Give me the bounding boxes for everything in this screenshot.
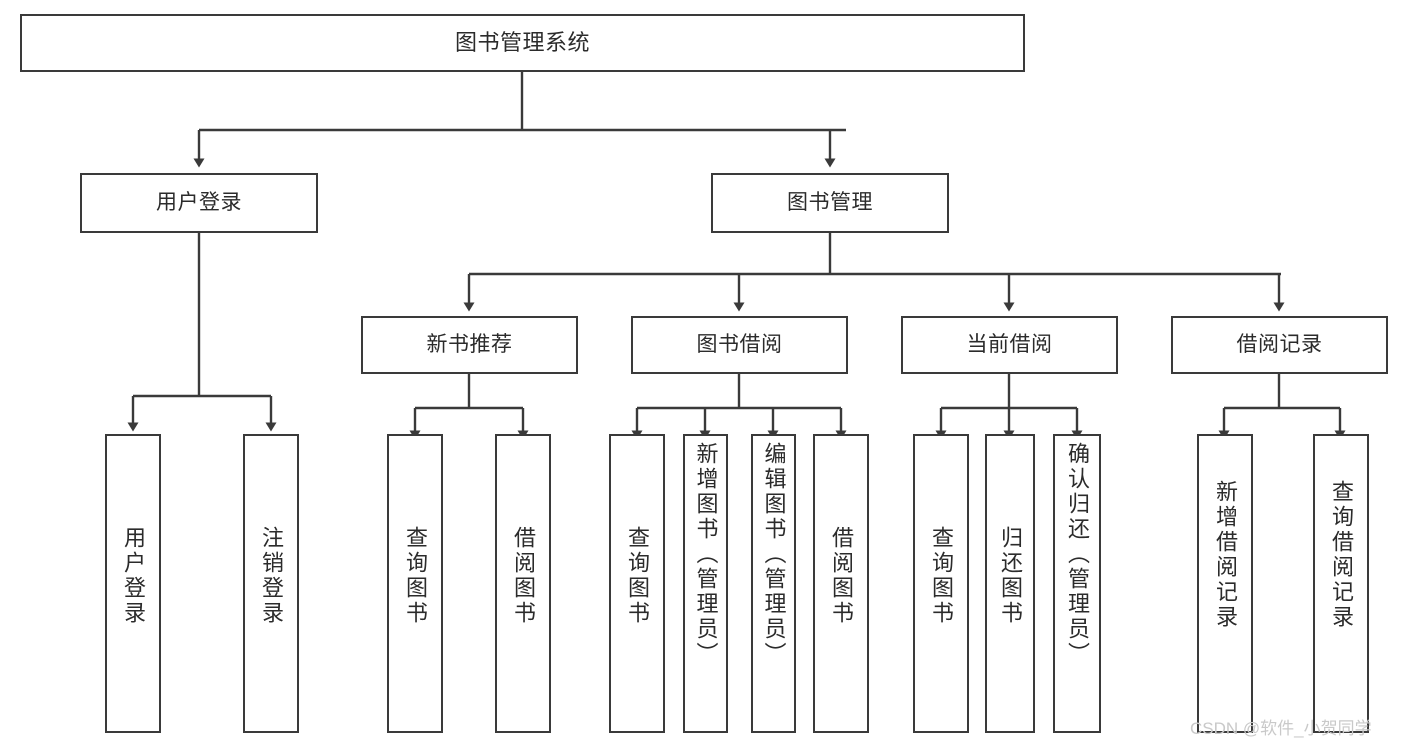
leaf-borrow-book-1-label: 借阅图书: [511, 526, 536, 626]
node-book-management[interactable]: 图书管理: [711, 173, 949, 233]
leaf-confirm-return[interactable]: 确认归还（管理员）: [1053, 434, 1101, 733]
leaf-add-book-label: 新增图书（管理员）: [693, 442, 719, 667]
leaf-edit-book-label: 编辑图书（管理员）: [761, 442, 787, 667]
node-new-book-recommend-label: 新书推荐: [426, 332, 513, 356]
node-root[interactable]: 图书管理系统: [20, 14, 1025, 72]
leaf-return-book-label: 归还图书: [998, 526, 1023, 626]
node-current-borrow-label: 当前借阅: [966, 332, 1053, 356]
node-book-borrow[interactable]: 图书借阅: [631, 316, 848, 374]
leaf-query-record-label: 查询借阅记录: [1329, 480, 1354, 630]
leaf-query-book-1-label: 查询图书: [403, 526, 428, 626]
watermark-text: CSDN @软件_小贺同学: [1190, 719, 1372, 738]
leaf-query-book-3-label: 查询图书: [929, 526, 954, 626]
leaf-query-book-3[interactable]: 查询图书: [913, 434, 969, 733]
leaf-user-login[interactable]: 用户登录: [105, 434, 161, 733]
leaf-user-login-label: 用户登录: [121, 526, 146, 626]
node-book-management-label: 图书管理: [787, 190, 873, 214]
leaf-return-book[interactable]: 归还图书: [985, 434, 1035, 733]
node-current-borrow[interactable]: 当前借阅: [901, 316, 1118, 374]
leaf-query-record[interactable]: 查询借阅记录: [1313, 434, 1369, 733]
node-new-book-recommend[interactable]: 新书推荐: [361, 316, 578, 374]
leaf-add-book[interactable]: 新增图书（管理员）: [683, 434, 728, 733]
leaf-add-record[interactable]: 新增借阅记录: [1197, 434, 1253, 733]
node-borrow-record-label: 借阅记录: [1236, 332, 1323, 356]
node-user-login[interactable]: 用户登录: [80, 173, 318, 233]
node-root-label: 图书管理系统: [454, 30, 590, 56]
leaf-borrow-book-2-label: 借阅图书: [829, 526, 854, 626]
leaf-query-book-2-label: 查询图书: [625, 526, 650, 626]
leaf-add-record-label: 新增借阅记录: [1213, 480, 1238, 630]
leaf-edit-book[interactable]: 编辑图书（管理员）: [751, 434, 796, 733]
leaf-borrow-book-2[interactable]: 借阅图书: [813, 434, 869, 733]
node-user-login-label: 用户登录: [156, 190, 242, 214]
leaf-query-book-1[interactable]: 查询图书: [387, 434, 443, 733]
leaf-user-logout[interactable]: 注销登录: [243, 434, 299, 733]
leaf-confirm-return-label: 确认归还（管理员）: [1065, 442, 1090, 667]
leaf-borrow-book-1[interactable]: 借阅图书: [495, 434, 551, 733]
leaf-query-book-2[interactable]: 查询图书: [609, 434, 665, 733]
leaf-user-logout-label: 注销登录: [259, 526, 284, 626]
node-book-borrow-label: 图书借阅: [696, 332, 783, 356]
node-borrow-record[interactable]: 借阅记录: [1171, 316, 1388, 374]
